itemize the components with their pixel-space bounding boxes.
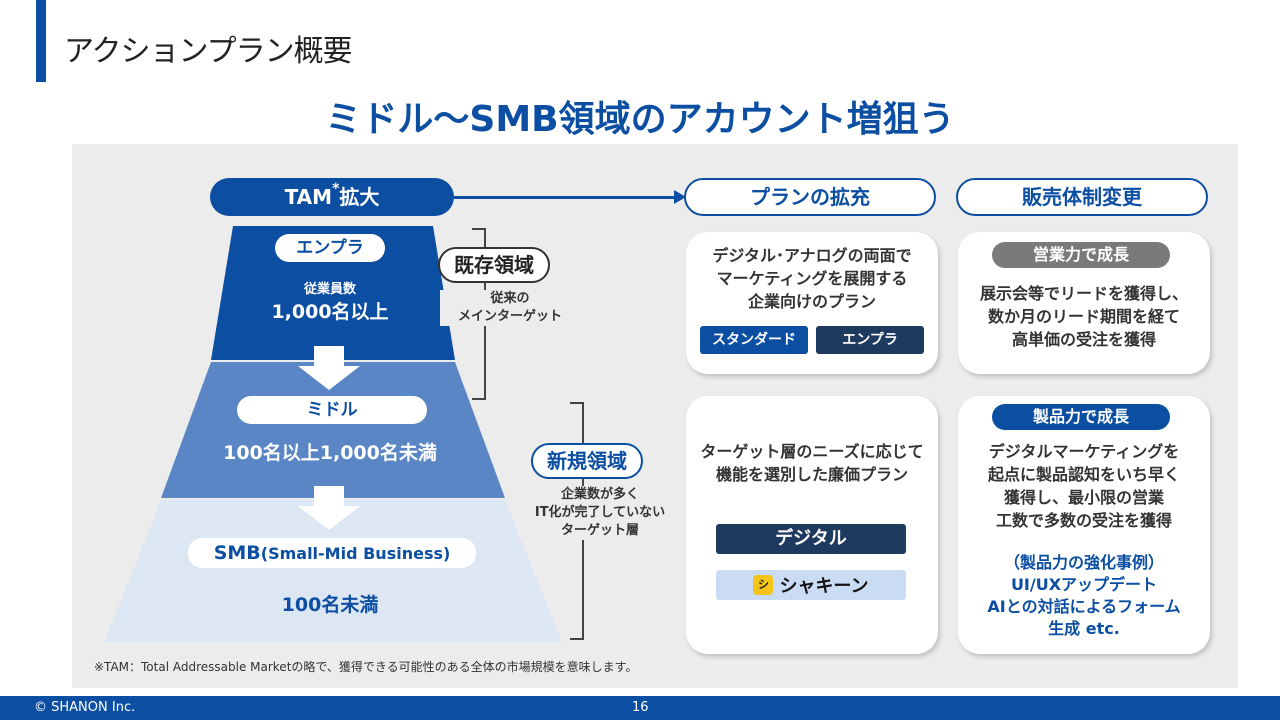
tier-pill-enterprise: エンプラ: [275, 234, 385, 262]
sales-card-sales-force: 営業力で成長 展示会等でリードを獲得し、 数か月のリード期間を経て 高単価の受注…: [958, 232, 1210, 374]
tier-pill-smb: SMB(Small-Mid Business): [188, 538, 476, 568]
arrow-right-icon: [674, 190, 686, 204]
plan-card-line: 機能を選別した廉価プラン: [715, 465, 908, 484]
smb-full-name: (Small-Mid Business): [260, 544, 451, 563]
tam-suffix: 拡大: [339, 185, 380, 209]
tier-range-enterprise: 1,000名以上: [271, 301, 389, 323]
tam-footnote: ※TAM：Total Addressable Marketの略で、獲得できる可能…: [94, 660, 638, 674]
existing-zone-pill: 既存領域: [438, 247, 550, 283]
pyramid-tier-smb: [104, 500, 562, 642]
new-zone-desc: 企業数が多く IT化が完了していない ターゲット層: [520, 486, 680, 540]
new-zone-desc-line: ターゲット層: [560, 523, 639, 538]
slide-title: アクションプラン概要: [64, 34, 353, 69]
plan-tag-enterprise: エンプラ: [816, 326, 924, 354]
shakin-logo-icon: シ: [753, 575, 774, 595]
employee-count-label: 従業員数: [303, 282, 356, 297]
footer-bar: © SHANON Inc. 16: [0, 696, 1280, 720]
tier-range-middle: 100名以上1,000名未満: [223, 442, 437, 464]
plan-card-digital: ターゲット層のニーズに応じて 機能を選別した廉価プラン デジタル: [686, 396, 938, 654]
title-accent-bar: [36, 0, 46, 82]
existing-zone-desc: 従来の メインターゲット: [440, 290, 580, 326]
plan-card-description: デジタル･アナログの両面で マーケティングを展開する 企業向けのプラン: [686, 244, 938, 313]
sales-card-description: 展示会等でリードを獲得し、 数か月のリード期間を経て 高単価の受注を獲得: [958, 282, 1210, 351]
sales-structure-heading: 販売体制変更: [956, 178, 1208, 216]
down-arrow-icon: [298, 486, 360, 530]
sales-card-line: 工数で多数の受注を獲得: [995, 511, 1172, 530]
shakin-product-name: シャキーン: [779, 576, 869, 597]
plan-expansion-heading: プランの拡充: [684, 178, 936, 216]
sales-card-line: 獲得し、最小限の営業: [1003, 488, 1164, 507]
plan-card-line: 企業向けのプラン: [747, 292, 876, 311]
example-line: UI/UXアップデート: [1010, 575, 1158, 594]
existing-zone-desc-line: 従来の: [490, 291, 530, 306]
existing-zone-desc-line: メインターゲット: [457, 309, 562, 324]
plan-tag-digital: デジタル: [716, 524, 906, 554]
tam-asterisk: *: [332, 181, 340, 197]
down-arrow-icon: [298, 346, 360, 390]
example-line: （製品力の強化事例）: [1003, 553, 1164, 572]
page-number: 16: [632, 700, 649, 715]
shakin-product-badge: シ シャキーン: [716, 570, 906, 600]
copyright-text: © SHANON Inc.: [34, 700, 136, 715]
sales-tag-sales-force: 営業力で成長: [992, 242, 1170, 268]
tam-arrow-line: [454, 196, 680, 199]
sales-tag-product-force: 製品力で成長: [992, 404, 1170, 430]
plan-card-line: ターゲット層のニーズに応じて: [700, 442, 924, 461]
plan-card-description: ターゲット層のニーズに応じて 機能を選別した廉価プラン: [686, 440, 938, 486]
tam-expansion-pill: TAM*拡大: [210, 178, 454, 216]
sales-card-line: 展示会等でリードを獲得し、: [979, 284, 1188, 303]
sales-card-line: 数か月のリード期間を経て: [987, 307, 1180, 326]
product-improvement-examples: （製品力の強化事例） UI/UXアップデート AIとの対話によるフォーム 生成 …: [958, 552, 1210, 640]
new-zone-desc-line: 企業数が多く: [560, 487, 639, 502]
tier-pill-middle: ミドル: [237, 396, 427, 424]
sales-card-description: デジタルマーケティングを 起点に製品認知をいち早く 獲得し、最小限の営業 工数で…: [958, 440, 1210, 532]
new-zone-pill: 新規領域: [531, 443, 643, 479]
main-heading: ミドル〜SMB領域のアカウント増狙う: [325, 99, 955, 140]
pyramid-tier-enterprise: [211, 226, 455, 360]
sales-card-line: 起点に製品認知をいち早く: [987, 465, 1180, 484]
market-pyramid: [104, 226, 562, 642]
example-line: AIとの対話によるフォーム: [987, 597, 1181, 616]
tam-label: TAM: [284, 185, 333, 209]
smb-label: SMB: [213, 542, 261, 564]
example-line: 生成 etc.: [1048, 619, 1120, 638]
plan-card-line: デジタル･アナログの両面で: [712, 246, 912, 265]
plan-card-standard: デジタル･アナログの両面で マーケティングを展開する 企業向けのプラン スタンダ…: [686, 232, 938, 374]
sales-card-line: デジタルマーケティングを: [988, 442, 1180, 461]
sales-card-product-force: 製品力で成長 デジタルマーケティングを 起点に製品認知をいち早く 獲得し、最小限…: [958, 396, 1210, 654]
sales-card-line: 高単価の受注を獲得: [1011, 330, 1156, 349]
new-zone-desc-line: IT化が完了していない: [534, 505, 666, 520]
plan-tag-standard: スタンダード: [700, 326, 808, 354]
tier-range-smb: 100名未満: [281, 594, 379, 616]
plan-card-line: マーケティングを展開する: [716, 269, 908, 288]
